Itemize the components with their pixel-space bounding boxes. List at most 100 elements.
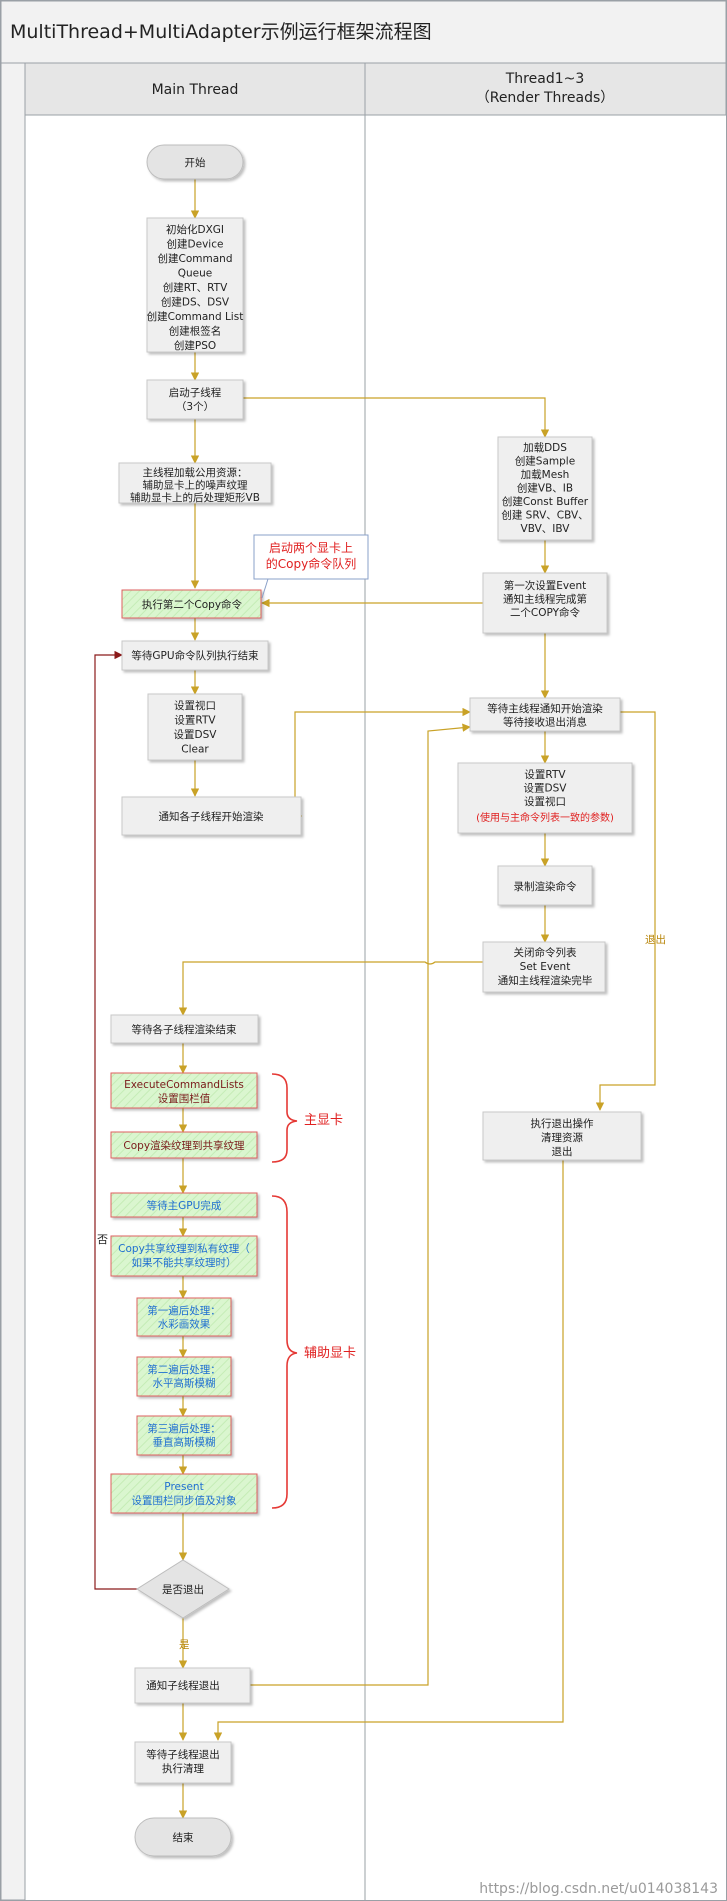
- setupmain-line: Clear: [181, 744, 209, 756]
- node-decision-label: 是否退出: [162, 1583, 204, 1596]
- node-notify-exit-label: 通知子线程退出: [146, 1679, 220, 1692]
- spawn-line: （3个）: [176, 401, 214, 413]
- loadthread-line: 加载Mesh: [521, 469, 570, 481]
- init-line: 创建Device: [167, 238, 224, 251]
- nodes: 开始 初始化DXGI创建Device创建CommandQueue创建RT、RTV…: [110, 144, 642, 1857]
- node-copy-private-text: Copy共享纹理到私有纹理（如果不能共享纹理时）: [118, 1242, 250, 1269]
- edge-exit-waitexit: [213, 1160, 564, 1741]
- waitexit-line: 执行清理: [162, 1762, 204, 1775]
- waitexit-line: 等待子线程退出: [146, 1748, 220, 1761]
- copyprivate-line: 如果不能共享纹理时）: [132, 1256, 237, 1269]
- brace-main-gpu: [271, 1073, 298, 1163]
- annotation-aux-gpu: 辅助显卡: [304, 1346, 356, 1361]
- exitops-line: 执行退出操作: [531, 1117, 594, 1130]
- waitstart-line: 等待接收退出消息: [503, 716, 587, 729]
- node-wait-start: [469, 697, 621, 732]
- node-start: [146, 144, 244, 180]
- loadthread-line: 创建VB、IB: [517, 482, 573, 495]
- node-notify-render-label: 通知各子线程开始渲染: [159, 810, 264, 823]
- loadthread-line: 创建Const Buffer: [502, 495, 589, 508]
- node-record-label: 录制渲染命令: [514, 880, 577, 893]
- diagram-title: MultiThread+MultiAdapter示例运行框架流程图: [10, 21, 432, 43]
- pass2-line: 第二遍后处理：: [147, 1363, 221, 1376]
- node-pass-3-text: 第三遍后处理：垂直高斯模糊: [147, 1422, 221, 1449]
- lane-header-main: [24, 62, 366, 116]
- node-setup-thread-note: (使用与主命令列表一致的参数): [476, 811, 614, 824]
- lane-render-label-1: Thread1~3: [505, 71, 585, 87]
- init-line: 初始化DXGI: [166, 223, 224, 236]
- node-wait-exit: [134, 1741, 232, 1784]
- title-bar: [0, 0, 727, 64]
- node-wait-render-done-label: 等待各子线程渲染结束: [132, 1023, 237, 1036]
- setupthread-line: 设置视口: [524, 795, 566, 808]
- node-start-label: 开始: [185, 156, 206, 169]
- present-line: 设置围栏同步值及对象: [132, 1494, 237, 1507]
- lane-header-render: [364, 62, 727, 116]
- pass1-line: 水彩画效果: [158, 1318, 211, 1331]
- node-exec-copy2: [121, 589, 262, 619]
- node-exec-copy2-label: 执行第二个Copy命令: [142, 598, 243, 611]
- lane-render-label-2: （Render Threads）: [476, 90, 615, 106]
- loadcommon-line: 主线程加载公用资源：: [143, 466, 248, 479]
- loadcommon-line: 辅助显卡上的后处理矩形VB: [130, 491, 260, 504]
- loadcommon-line: 辅助显卡上的噪声纹理: [143, 479, 248, 492]
- setupthread-line: 设置RTV: [524, 769, 566, 781]
- init-line: 创建DS、DSV: [161, 296, 230, 309]
- node-present: [110, 1473, 258, 1514]
- copyprivate-line: Copy共享纹理到私有纹理（: [118, 1242, 250, 1255]
- node-notify-render: [121, 796, 302, 836]
- node-setup-main: [147, 693, 243, 761]
- pass1-line: 第一遍后处理：: [147, 1304, 221, 1317]
- node-load-thread: [497, 436, 593, 541]
- node-pass-3: [136, 1415, 232, 1456]
- node-copy-shared: [110, 1131, 258, 1159]
- loadthread-line: 加载DDS: [523, 442, 567, 454]
- node-decision: [136, 1559, 230, 1619]
- event1-line: 第一次设置Event: [504, 579, 587, 592]
- closelist-line: Set Event: [520, 961, 571, 973]
- event1-line: 通知主线程完成第: [503, 593, 587, 606]
- setupmain-line: 设置RTV: [174, 715, 216, 727]
- spawn-line: 启动子线程: [169, 386, 222, 399]
- setupmain-line: 设置DSV: [174, 729, 218, 741]
- event1-line: 二个COPY命令: [510, 606, 581, 619]
- node-end-label: 结束: [173, 1831, 194, 1844]
- setupthread-line: 设置DSV: [524, 783, 568, 795]
- loadthread-line: VBV、IBV: [521, 523, 571, 535]
- edge-spawn-loadthread: [242, 397, 550, 438]
- node-pass-2: [136, 1356, 232, 1397]
- edge-decision-loop-back: [94, 650, 137, 1590]
- edge-label-yes: 是: [179, 1639, 190, 1651]
- init-line: 创建根签名: [169, 325, 222, 338]
- loadthread-line: 创建 SRV、CBV、: [501, 509, 588, 522]
- node-wait-main-gpu: [110, 1192, 258, 1218]
- left-gutter: [0, 62, 26, 1901]
- node-pass-2-text: 第二遍后处理：水平高斯模糊: [147, 1363, 221, 1390]
- exitops-line: 退出: [552, 1145, 573, 1158]
- pass3-line: 垂直高斯模糊: [153, 1436, 216, 1449]
- init-line: 创建RT、RTV: [163, 281, 228, 294]
- node-set-event-1: [482, 572, 608, 634]
- init-line: 创建PSO: [174, 339, 216, 352]
- node-load-common: [118, 462, 272, 504]
- node-wait-render-done: [110, 1014, 259, 1044]
- annotation-copy-queues-pointer: [261, 578, 269, 599]
- closelist-line: 通知主线程渲染完毕: [498, 974, 593, 987]
- init-line: Queue: [178, 268, 213, 280]
- copyqueues-line: 启动两个显卡上: [269, 541, 353, 555]
- node-end: [134, 1817, 232, 1857]
- exitops-line: 清理资源: [541, 1131, 583, 1144]
- brace-aux-gpu: [271, 1195, 298, 1509]
- loadthread-line: 创建Sample: [515, 455, 575, 468]
